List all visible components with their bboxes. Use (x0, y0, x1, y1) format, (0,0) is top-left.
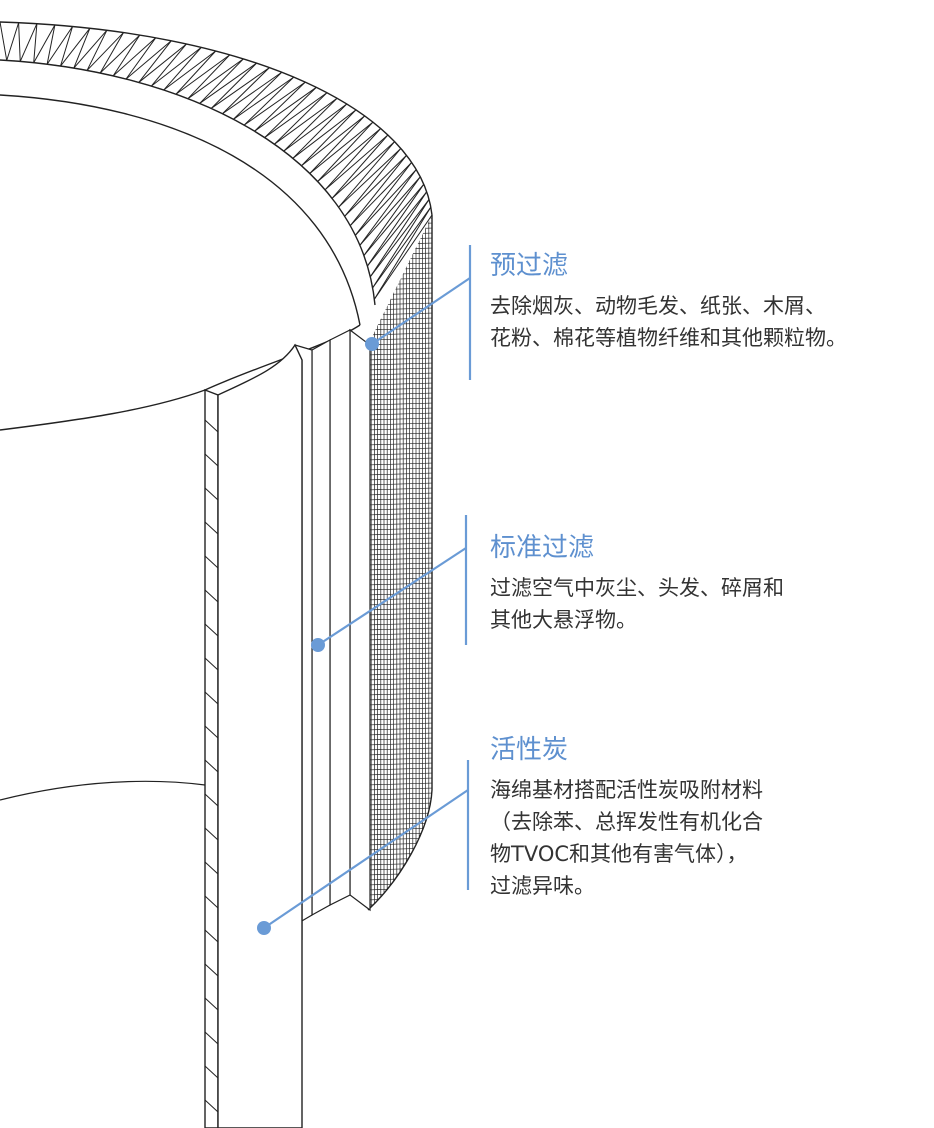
callout-prefilter: 预过滤 去除烟灰、动物毛发、纸张、木屑、 花粉、棉花等植物纤维和其他颗粒物。 (490, 250, 847, 354)
callout-prefilter-line-1: 去除烟灰、动物毛发、纸张、木屑、 (490, 294, 826, 318)
callout-standard-line-2: 其他大悬浮物。 (490, 608, 637, 632)
callout-leaders (263, 245, 472, 929)
mesh-outline (367, 215, 433, 911)
dot-carbon (257, 921, 271, 935)
callout-prefilter-desc: 去除烟灰、动物毛发、纸张、木屑、 花粉、棉花等植物纤维和其他颗粒物。 (490, 290, 847, 354)
callout-carbon: 活性炭 海绵基材搭配活性炭吸附材料 （去除苯、总挥发性有机化合 物TVOC和其他… (490, 734, 763, 902)
callout-prefilter-title: 预过滤 (490, 251, 569, 281)
top-pleat-rim (0, 21, 433, 300)
callout-dots (257, 337, 379, 935)
foam-carbon-slab (204, 343, 303, 1128)
callout-standard-desc: 过滤空气中灰尘、头发、碎屑和 其他大悬浮物。 (490, 572, 784, 636)
top-inner-ring (0, 59, 376, 431)
callout-standard-line-1: 过滤空气中灰尘、头发、碎屑和 (490, 576, 784, 600)
callout-standard-title: 标准过滤 (490, 533, 595, 563)
callout-carbon-line-1: 海绵基材搭配活性炭吸附材料 (490, 778, 763, 802)
callout-carbon-line-4: 过滤异味。 (490, 874, 595, 898)
dot-standard (311, 638, 325, 652)
inner-cylinder-arc (0, 780, 206, 801)
callout-prefilter-line-2: 花粉、棉花等植物纤维和其他颗粒物。 (490, 326, 847, 350)
dot-prefilter (365, 337, 379, 351)
callout-carbon-title: 活性炭 (490, 735, 569, 765)
callout-standard: 标准过滤 过滤空气中灰尘、头发、碎屑和 其他大悬浮物。 (490, 532, 784, 636)
callout-carbon-desc: 海绵基材搭配活性炭吸附材料 （去除苯、总挥发性有机化合 物TVOC和其他有害气体… (490, 774, 763, 902)
callout-carbon-line-3: 物TVOC和其他有害气体）， (490, 842, 748, 866)
callout-carbon-line-2: （去除苯、总挥发性有机化合 (490, 810, 763, 834)
